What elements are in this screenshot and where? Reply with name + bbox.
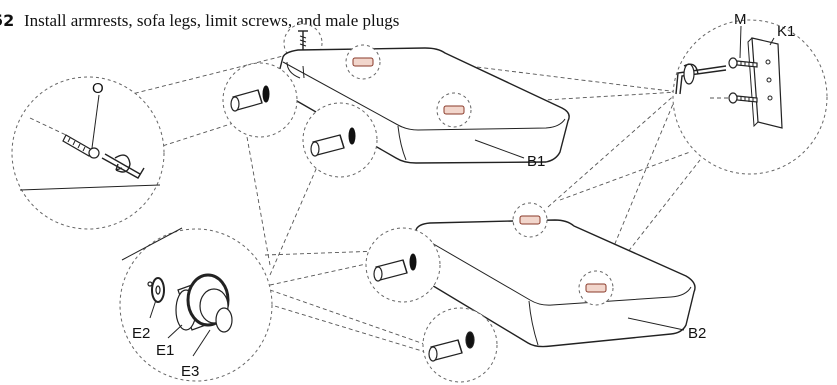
bracket-k1-label: K1 xyxy=(777,23,795,40)
armrest-b1-label: B1 xyxy=(527,153,545,170)
b1-slot-top xyxy=(345,44,381,80)
armrest-b2-label: B2 xyxy=(688,325,706,342)
leader-lines xyxy=(127,54,701,359)
bracket-k1-detail xyxy=(672,19,828,175)
step-number: 52 xyxy=(0,11,14,30)
plug-e-detail xyxy=(119,227,273,382)
step-instruction: Install armrests, sofa legs, limit screw… xyxy=(24,11,399,30)
b2-plug-detail-2 xyxy=(422,307,498,383)
plug-e3-label: E3 xyxy=(181,363,199,380)
washer-m-label: M xyxy=(734,11,747,28)
b2-slot-mid xyxy=(578,270,614,306)
b1-plug-detail-1 xyxy=(222,62,298,138)
plug-e1-label: E1 xyxy=(156,342,174,359)
b1-slot-mid xyxy=(436,92,472,128)
b2-plug-detail-1 xyxy=(365,227,441,303)
plug-e2-label: E2 xyxy=(132,325,150,342)
armrest-b2 xyxy=(412,202,696,348)
screw-o-detail xyxy=(11,76,165,230)
b1-plug-detail-2 xyxy=(302,102,378,178)
b2-slot-top xyxy=(512,202,548,238)
screw-o-label: O xyxy=(92,80,104,97)
